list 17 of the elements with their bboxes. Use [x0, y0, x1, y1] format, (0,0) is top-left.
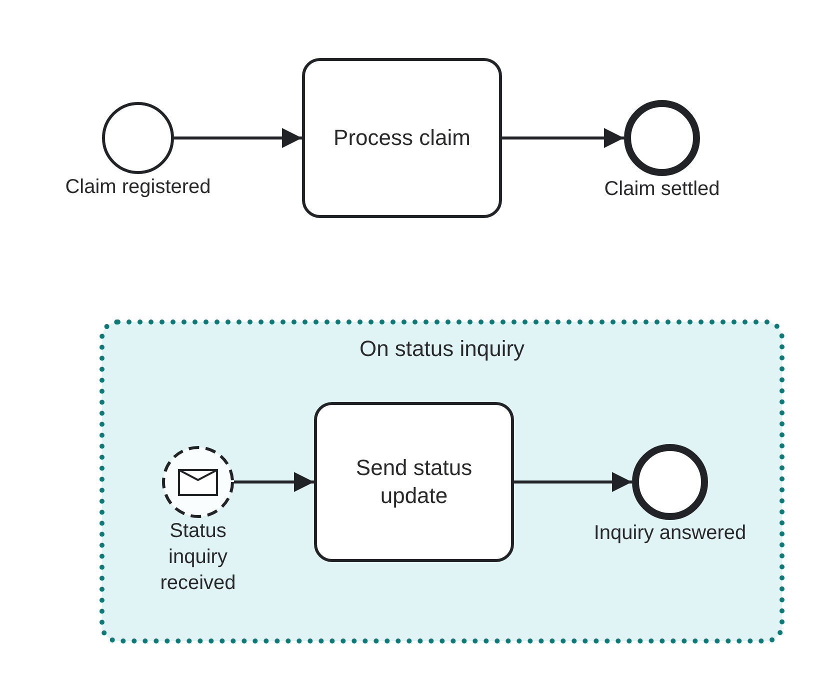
task-box [314, 402, 514, 562]
start-event-circle [102, 102, 174, 174]
sequence-flow-arrow [502, 128, 624, 148]
event-label: Inquiry answered [594, 521, 746, 546]
event-label: Claim registered [65, 175, 211, 200]
event-label: Claim settled [604, 177, 720, 202]
subprocess-title: On status inquiry [359, 335, 525, 363]
task-box [302, 58, 502, 218]
sequence-flow-arrow [514, 472, 632, 492]
sequence-flow-arrow [174, 128, 302, 148]
event-label: Status inquiry received [159, 519, 237, 596]
event-subprocess-container [99, 319, 785, 644]
sequence-flow-arrow [234, 472, 314, 492]
message-start-event-circle [162, 446, 234, 518]
end-event-circle [624, 100, 700, 176]
task-label: Send status update [354, 454, 474, 510]
task-label: Process claim [334, 124, 470, 152]
